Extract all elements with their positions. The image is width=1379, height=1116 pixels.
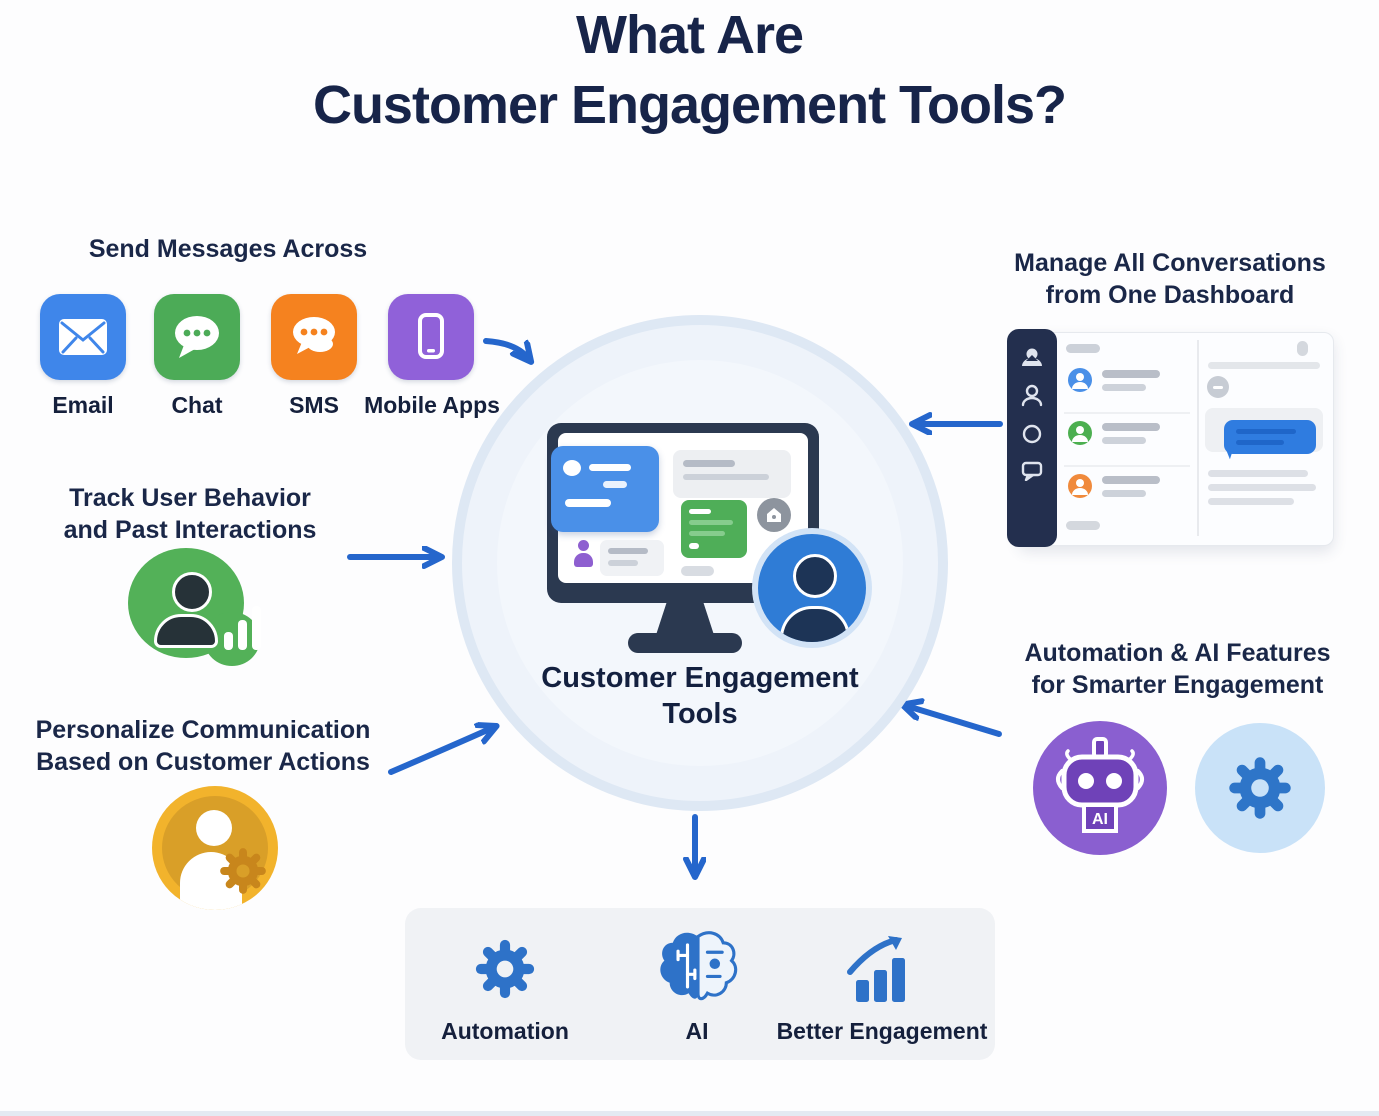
dashboard-sidebar <box>1007 329 1057 547</box>
screen-green-card <box>681 500 747 558</box>
personalize-person-head <box>196 810 232 846</box>
row1-line2 <box>1102 384 1146 391</box>
page-title: What Are Customer Engagement Tools? <box>0 0 1379 140</box>
row3-line2 <box>1102 490 1146 497</box>
chat-line-2 <box>1208 484 1316 491</box>
center-label-line2: Tools <box>662 698 738 730</box>
dashboard-heading-line1: Manage All Conversations <box>1014 249 1326 277</box>
screen-blue-card <box>551 446 659 532</box>
conversation-avatar-green <box>1068 421 1092 445</box>
dashboard-heading: Manage All Conversations from One Dashbo… <box>1000 247 1340 311</box>
list-bottom-pill <box>1066 521 1100 530</box>
arrow-personalize-to-center <box>388 728 492 775</box>
row2-line2 <box>1102 437 1146 444</box>
conversation-avatar-orange <box>1068 474 1092 498</box>
chat-icon <box>154 294 240 380</box>
track-bar-2 <box>238 620 247 650</box>
chat-line-3 <box>1208 498 1294 505</box>
automation-ai-heading-line1: Automation & AI Features <box>1024 639 1331 667</box>
automation-gear-badge <box>1195 723 1325 853</box>
track-heading-line1: Track User Behavior <box>69 484 311 512</box>
automation-ai-heading: Automation & AI Features for Smarter Eng… <box>1005 637 1350 701</box>
outcome-growth-chart-icon <box>847 936 905 1002</box>
monitor-stand-base <box>628 633 742 653</box>
personalize-user-icon <box>152 786 278 910</box>
outcome-ai-brain-icon <box>660 931 738 1001</box>
center-label-line1: Customer Engagement <box>541 662 859 694</box>
automation-gear-icon <box>1229 757 1291 819</box>
chat-bubble-glyph <box>175 316 219 358</box>
send-messages-heading: Send Messages Across <box>88 235 368 263</box>
page-title-line2: Customer Engagement Tools? <box>312 75 1067 135</box>
track-person-body <box>154 614 218 648</box>
envelope-glyph <box>59 319 107 355</box>
track-heading-line2: and Past Interactions <box>63 516 317 544</box>
status-circle-icon <box>1022 424 1042 444</box>
screen-list-panel <box>600 540 664 576</box>
personalize-heading-line2: Based on Customer Actions <box>36 748 370 776</box>
monitor-stand-neck <box>656 603 714 635</box>
track-bar-3 <box>252 606 261 650</box>
outcome-ai-label: AI <box>685 1018 709 1044</box>
panel-divider <box>1197 340 1199 536</box>
chat-bubble-blue <box>1220 420 1316 460</box>
home-icon <box>767 508 781 522</box>
mobile-apps-label: Mobile Apps <box>364 392 500 418</box>
arrow-automation-to-center <box>907 706 1002 737</box>
track-person-head <box>172 572 212 612</box>
robot-ai-badge-text: AI <box>1092 811 1108 828</box>
row3-line1 <box>1102 476 1160 484</box>
personalize-heading-line1: Personalize Communication <box>35 716 371 744</box>
dashboard-search-pill <box>1066 344 1100 353</box>
row-divider-1 <box>1064 412 1190 414</box>
bottom-edge-strip <box>0 1111 1379 1116</box>
chat-label: Chat <box>171 392 223 418</box>
track-bar-1 <box>224 632 233 650</box>
message-icon <box>1021 461 1043 481</box>
personalize-heading: Personalize Communication Based on Custo… <box>28 714 378 778</box>
customer-avatar <box>758 534 866 642</box>
contacts-icon <box>1022 348 1042 366</box>
screen-home-badge <box>757 498 791 532</box>
sms-icon <box>271 294 357 380</box>
automation-ai-heading-line2: for Smarter Engagement <box>1031 671 1324 699</box>
track-heading: Track User Behavior and Past Interaction… <box>40 482 340 546</box>
arrow-mobileapps-to-center <box>483 338 528 358</box>
row2-line1 <box>1102 423 1160 431</box>
robot-icon: AI <box>1056 737 1144 833</box>
track-user-icon <box>128 548 268 673</box>
phone-glyph <box>418 313 444 359</box>
chat-top-line <box>1208 362 1320 369</box>
outcome-better-engagement-label: Better Engagement <box>776 1018 988 1044</box>
row-divider-2 <box>1064 465 1190 467</box>
chat-contact-avatar <box>1207 376 1229 398</box>
ai-robot-badge: AI <box>1033 721 1167 855</box>
sms-label: SMS <box>289 392 339 418</box>
outcome-gear-icon <box>475 939 535 999</box>
user-icon <box>1021 384 1043 407</box>
personalize-gear-icon <box>220 848 266 894</box>
conversation-avatar-blue <box>1068 368 1092 392</box>
sms-bubble-glyph <box>293 317 335 354</box>
screen-small-pill <box>681 566 714 576</box>
center-label: Customer Engagement Tools <box>455 660 945 732</box>
mobile-apps-icon <box>388 294 474 380</box>
screen-gray-panel <box>673 450 791 498</box>
dashboard-heading-line2: from One Dashboard <box>1045 281 1295 309</box>
email-label: Email <box>52 392 114 418</box>
row1-line1 <box>1102 370 1160 378</box>
page-title-line1: What Are <box>575 5 804 65</box>
outcome-automation-label: Automation <box>441 1018 569 1044</box>
screen-purple-user-body <box>574 553 593 567</box>
dashboard-topright-pill <box>1297 341 1308 356</box>
chat-line-1 <box>1208 470 1308 477</box>
screen-purple-user-head <box>578 540 589 551</box>
email-icon <box>40 294 126 380</box>
